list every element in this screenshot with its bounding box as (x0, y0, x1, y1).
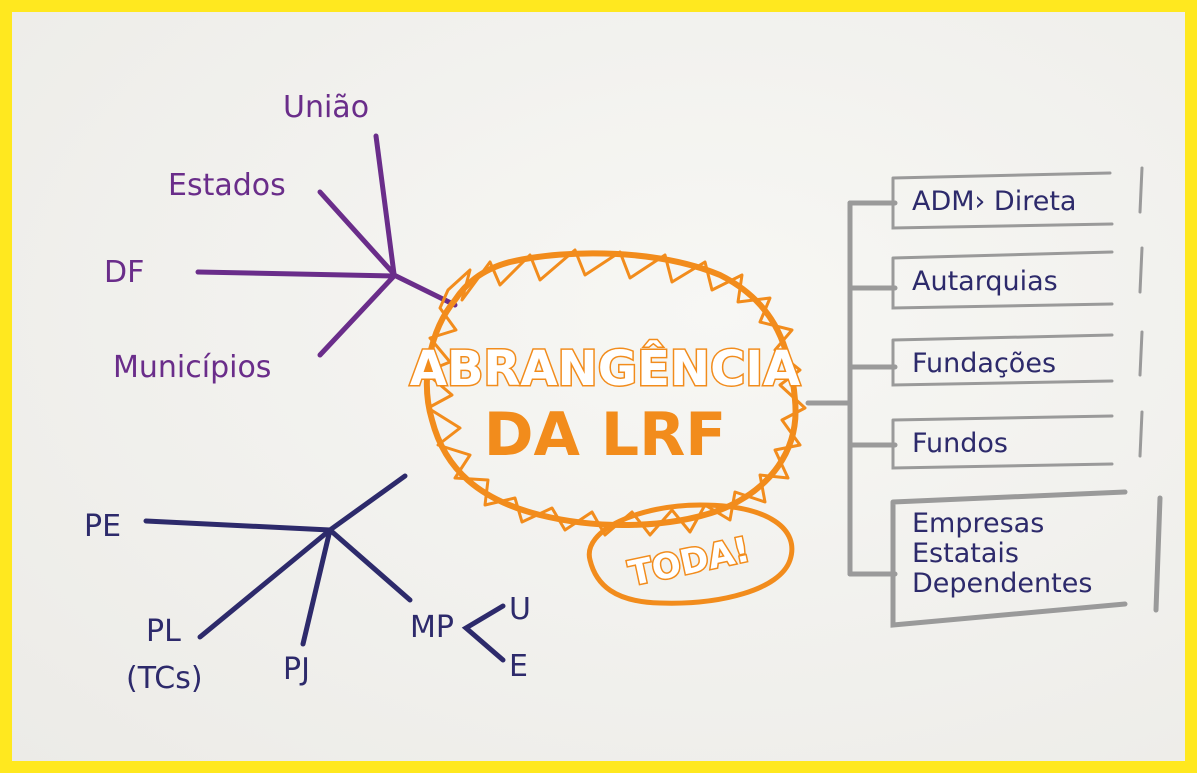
branch-df (195, 269, 397, 279)
branch-uniao (373, 133, 397, 277)
branch-municipios (317, 273, 397, 358)
branch-pl (197, 527, 333, 640)
entity-fundacoes: Fundações (912, 348, 1056, 379)
label-mp-u: U (509, 592, 531, 627)
label-pj: PJ (283, 652, 310, 687)
entity-bracket (805, 200, 898, 577)
entity-adm-direta: ADM› Direta (912, 186, 1076, 217)
toda-label: TODA! (625, 530, 753, 595)
branch-trunk-purple (391, 272, 458, 308)
entity-estatais: Estatais (912, 538, 1019, 569)
label-uniao: União (283, 90, 369, 125)
label-mp: MP (410, 610, 454, 645)
entity-fundos: Fundos (912, 428, 1008, 459)
label-estados: Estados (168, 168, 286, 203)
entity-empresas: Empresas (912, 508, 1044, 539)
branch-mp (327, 527, 413, 603)
entity-autarquias: Autarquias (912, 266, 1058, 297)
mp-split (461, 603, 506, 663)
branch-trunk-navy (327, 473, 408, 533)
branch-estados (317, 189, 397, 277)
entity-boxes (890, 166, 1163, 628)
label-pe: PE (84, 509, 121, 544)
entity-dependentes: Dependentes (912, 568, 1092, 599)
label-mp-e: E (509, 649, 528, 684)
label-municipios: Municípios (113, 350, 271, 385)
branch-pe (143, 518, 333, 533)
label-pl-sub: (TCs) (126, 661, 203, 696)
center-title-line1: ABRANGÊNCIA (410, 340, 801, 397)
label-df: DF (104, 255, 144, 290)
label-pl: PL (146, 614, 181, 649)
branch-pj (300, 527, 333, 647)
center-title-line2: DA LRF (484, 400, 727, 470)
federative-branches (195, 133, 458, 358)
powers-branches (143, 473, 506, 663)
center-cloud (423, 248, 807, 537)
